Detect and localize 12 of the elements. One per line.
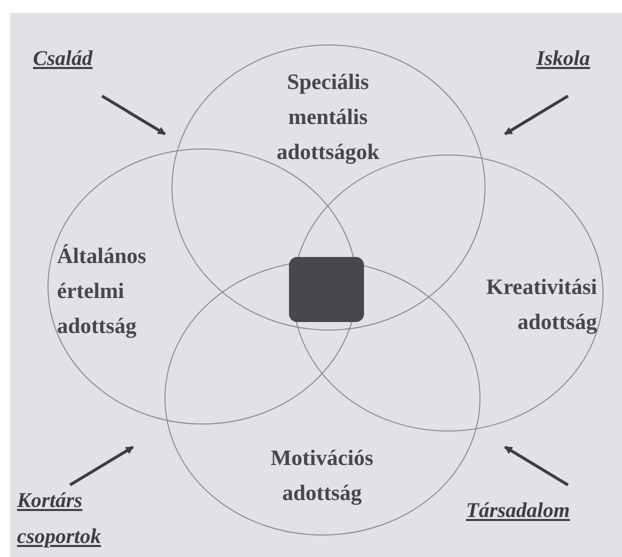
circle-label: Általános értelmi adottság <box>57 242 148 340</box>
arrow <box>504 94 569 136</box>
influence-label: Kortárs csoportok <box>17 482 137 554</box>
circle-label: Kreativitási adottság <box>485 273 597 336</box>
arrow <box>69 446 134 486</box>
influence-label: Család <box>33 40 133 76</box>
circle-label: Speciális mentális adottságok <box>276 68 380 166</box>
circle-label: Motivációs adottság <box>270 444 374 507</box>
arrow <box>101 94 166 136</box>
influence-label: Társadalom <box>466 492 612 528</box>
influence-label: Iskola <box>508 40 590 76</box>
arrow <box>504 446 569 486</box>
